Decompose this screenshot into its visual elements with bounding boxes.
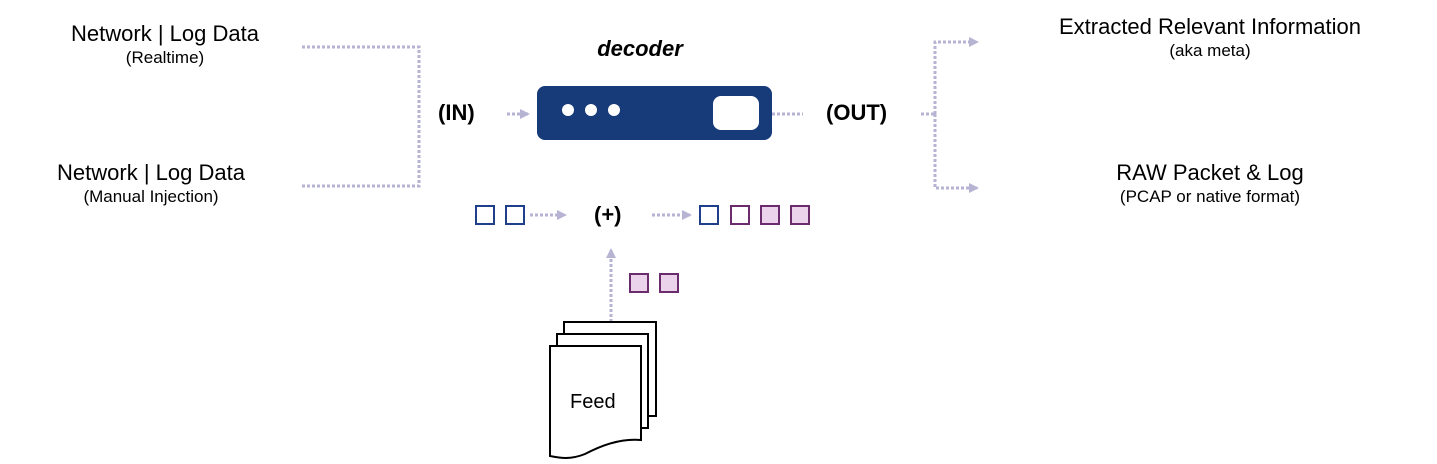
input-realtime-title: Network | Log Data — [71, 21, 259, 46]
packet-purple — [730, 205, 750, 225]
led-3 — [608, 104, 620, 116]
packet-purple-filled — [790, 205, 810, 225]
feed-label: Feed — [570, 391, 616, 413]
packet-blue — [505, 205, 525, 225]
decoder-port — [713, 96, 759, 130]
input-manual: Network | Log Data (Manual Injection) — [16, 160, 286, 208]
led-2 — [585, 104, 597, 116]
output-bracket-top — [933, 37, 979, 114]
feed-documents-icon — [549, 321, 657, 459]
led-1 — [562, 104, 574, 116]
output-meta-title: Extracted Relevant Information — [1058, 14, 1362, 39]
input-bracket-line — [302, 45, 421, 188]
packet-purple-filled — [760, 205, 780, 225]
packet-blue — [475, 205, 495, 225]
output-bracket-bottom — [933, 114, 979, 193]
packet-blue — [699, 205, 719, 225]
feed-packet — [659, 273, 679, 293]
input-manual-title: Network | Log Data — [57, 160, 245, 185]
output-meta: Extracted Relevant Information (aka meta… — [1010, 14, 1410, 62]
feed-packet — [629, 273, 649, 293]
input-realtime-subtitle: (Realtime) — [125, 48, 205, 67]
output-raw-subtitle: (PCAP or native format) — [1119, 187, 1301, 206]
decoder-appliance — [537, 86, 772, 140]
merge-label: (+) — [594, 202, 622, 227]
output-meta-subtitle: (aka meta) — [1169, 41, 1251, 60]
output-raw: RAW Packet & Log (PCAP or native format) — [1060, 160, 1360, 208]
output-raw-title: RAW Packet & Log — [1116, 160, 1304, 185]
decoder-title: decoder — [597, 36, 683, 61]
in-label: (IN) — [438, 100, 475, 125]
input-realtime: Network | Log Data (Realtime) — [30, 21, 300, 69]
out-label: (OUT) — [826, 100, 888, 125]
input-manual-subtitle: (Manual Injection) — [83, 187, 219, 206]
